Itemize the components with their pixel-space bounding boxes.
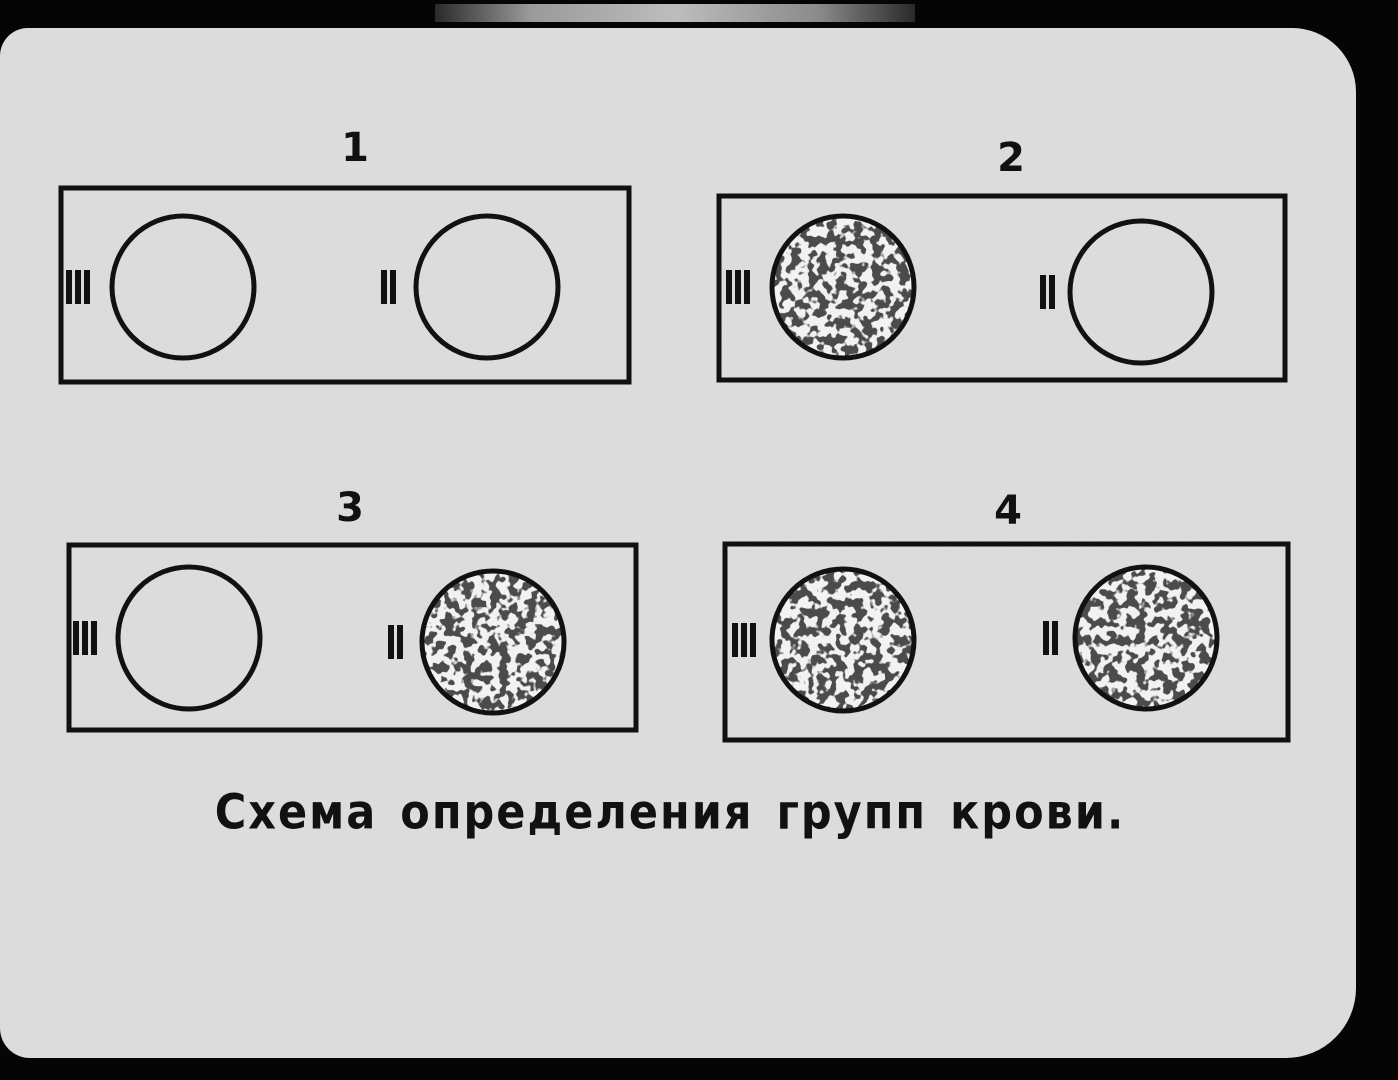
slide-panel-2: 2 bbox=[716, 135, 1288, 383]
agglutinated-drop-left bbox=[769, 566, 917, 714]
serum-label-right bbox=[1040, 275, 1055, 309]
slide-panel-4: 4 bbox=[722, 488, 1291, 743]
clear-drop-right bbox=[1067, 218, 1215, 366]
panel-number: 1 bbox=[341, 125, 369, 171]
agglutinated-drop-right bbox=[1072, 564, 1220, 712]
glass-slide-outline bbox=[58, 185, 632, 385]
diagram-caption: Схема определения групп крови. bbox=[214, 785, 1126, 841]
panel-number: 2 bbox=[997, 135, 1025, 181]
slide-panel-3: 3 bbox=[66, 485, 639, 733]
serum-label-right bbox=[388, 625, 403, 659]
serum-label-left bbox=[73, 621, 97, 655]
agglutinated-drop-right bbox=[419, 568, 567, 716]
serum-label-right bbox=[1043, 621, 1058, 655]
panel-number: 3 bbox=[336, 485, 364, 531]
glass-slide-outline bbox=[66, 542, 639, 733]
clear-drop-left bbox=[115, 564, 263, 712]
serum-label-left bbox=[726, 270, 750, 304]
slide-panel-1: 1 bbox=[58, 125, 632, 385]
glass-slide-outline bbox=[722, 541, 1291, 743]
glass-slide-outline bbox=[716, 193, 1288, 383]
clear-drop-left bbox=[109, 213, 257, 361]
agglutinated-drop-left bbox=[769, 213, 917, 361]
film-edge-strip bbox=[435, 4, 915, 22]
panel-number: 4 bbox=[994, 488, 1022, 534]
serum-label-left bbox=[66, 270, 90, 304]
serum-label-right bbox=[381, 270, 396, 304]
clear-drop-right bbox=[413, 213, 561, 361]
serum-label-left bbox=[732, 623, 756, 657]
